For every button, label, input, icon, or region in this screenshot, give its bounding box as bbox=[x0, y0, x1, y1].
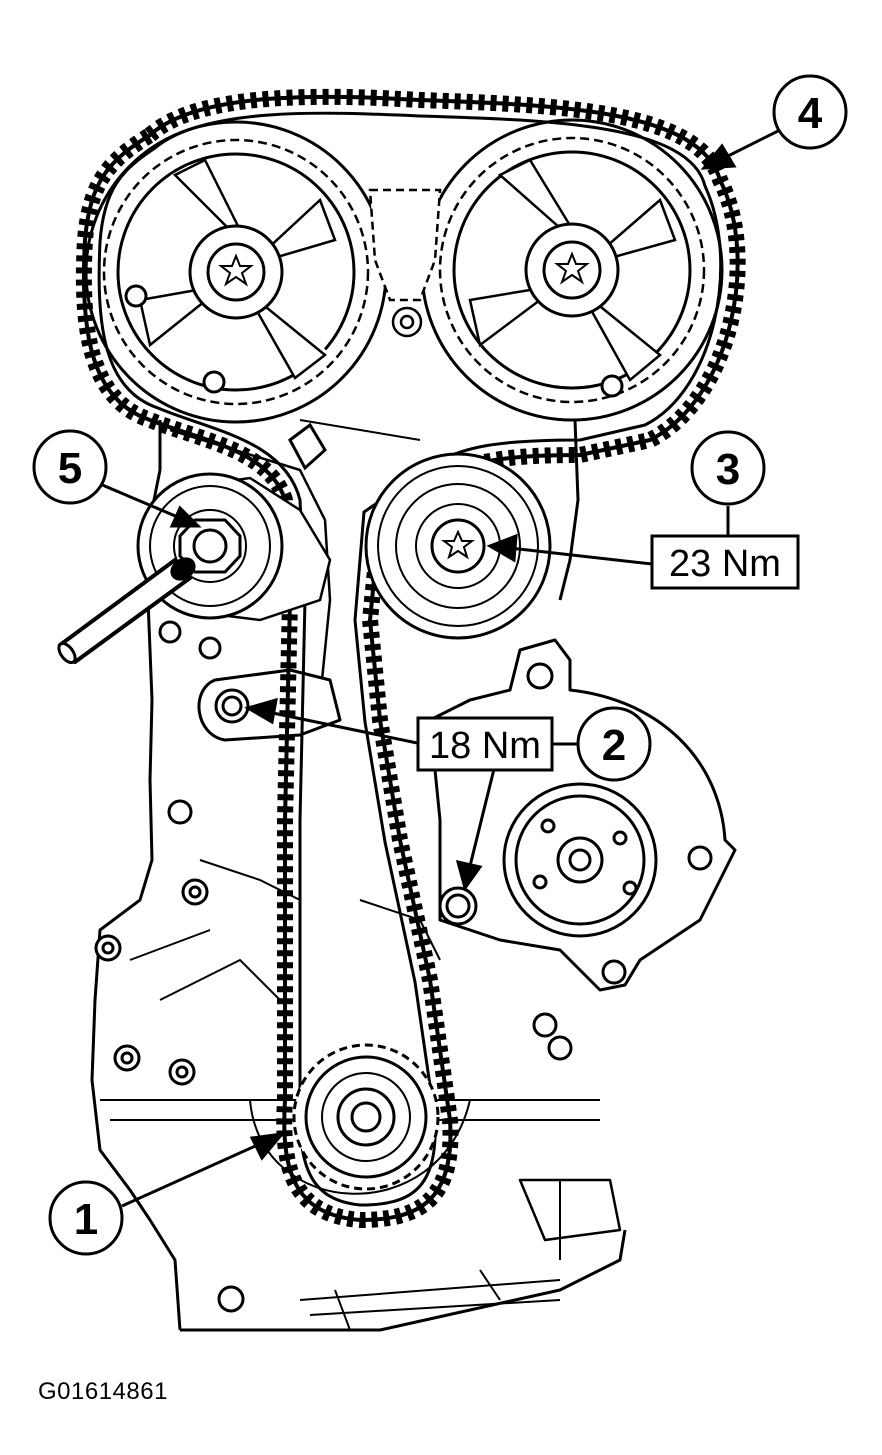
callout-2: 2 bbox=[576, 706, 652, 782]
callout-5: 5 bbox=[32, 429, 108, 505]
callout-number-3: 3 bbox=[716, 445, 740, 494]
belt-tensioner bbox=[57, 472, 332, 665]
torque-value-23: 23 Nm bbox=[669, 543, 781, 585]
callout-number-1: 1 bbox=[74, 1195, 98, 1244]
callout-4: 4 bbox=[772, 74, 848, 150]
torque-box-18: 18 Nm bbox=[416, 716, 554, 772]
callout-number-2: 2 bbox=[602, 721, 626, 770]
water-pump-bolt bbox=[438, 886, 478, 926]
torque-box-23: 23 Nm bbox=[650, 534, 800, 590]
camshaft-sprocket-left bbox=[84, 120, 388, 424]
tensioner-lock-pin bbox=[57, 557, 196, 665]
timing-belt bbox=[75, 88, 746, 1228]
idler-pulley bbox=[364, 452, 552, 640]
callout-3: 3 bbox=[690, 430, 766, 506]
callout-1: 1 bbox=[48, 1180, 124, 1256]
callout-leaders bbox=[99, 128, 781, 1208]
callout-number-4: 4 bbox=[798, 89, 823, 138]
callout-number-5: 5 bbox=[58, 444, 82, 493]
crankshaft-sprocket bbox=[292, 1043, 440, 1191]
idler-gear-center bbox=[288, 188, 442, 471]
torque-value-18: 18 Nm bbox=[429, 725, 541, 767]
water-pump bbox=[428, 638, 737, 992]
camshaft-sprocket-right bbox=[420, 118, 724, 422]
figure-code: G01614861 bbox=[38, 1378, 168, 1405]
block-bolts bbox=[94, 620, 573, 1313]
